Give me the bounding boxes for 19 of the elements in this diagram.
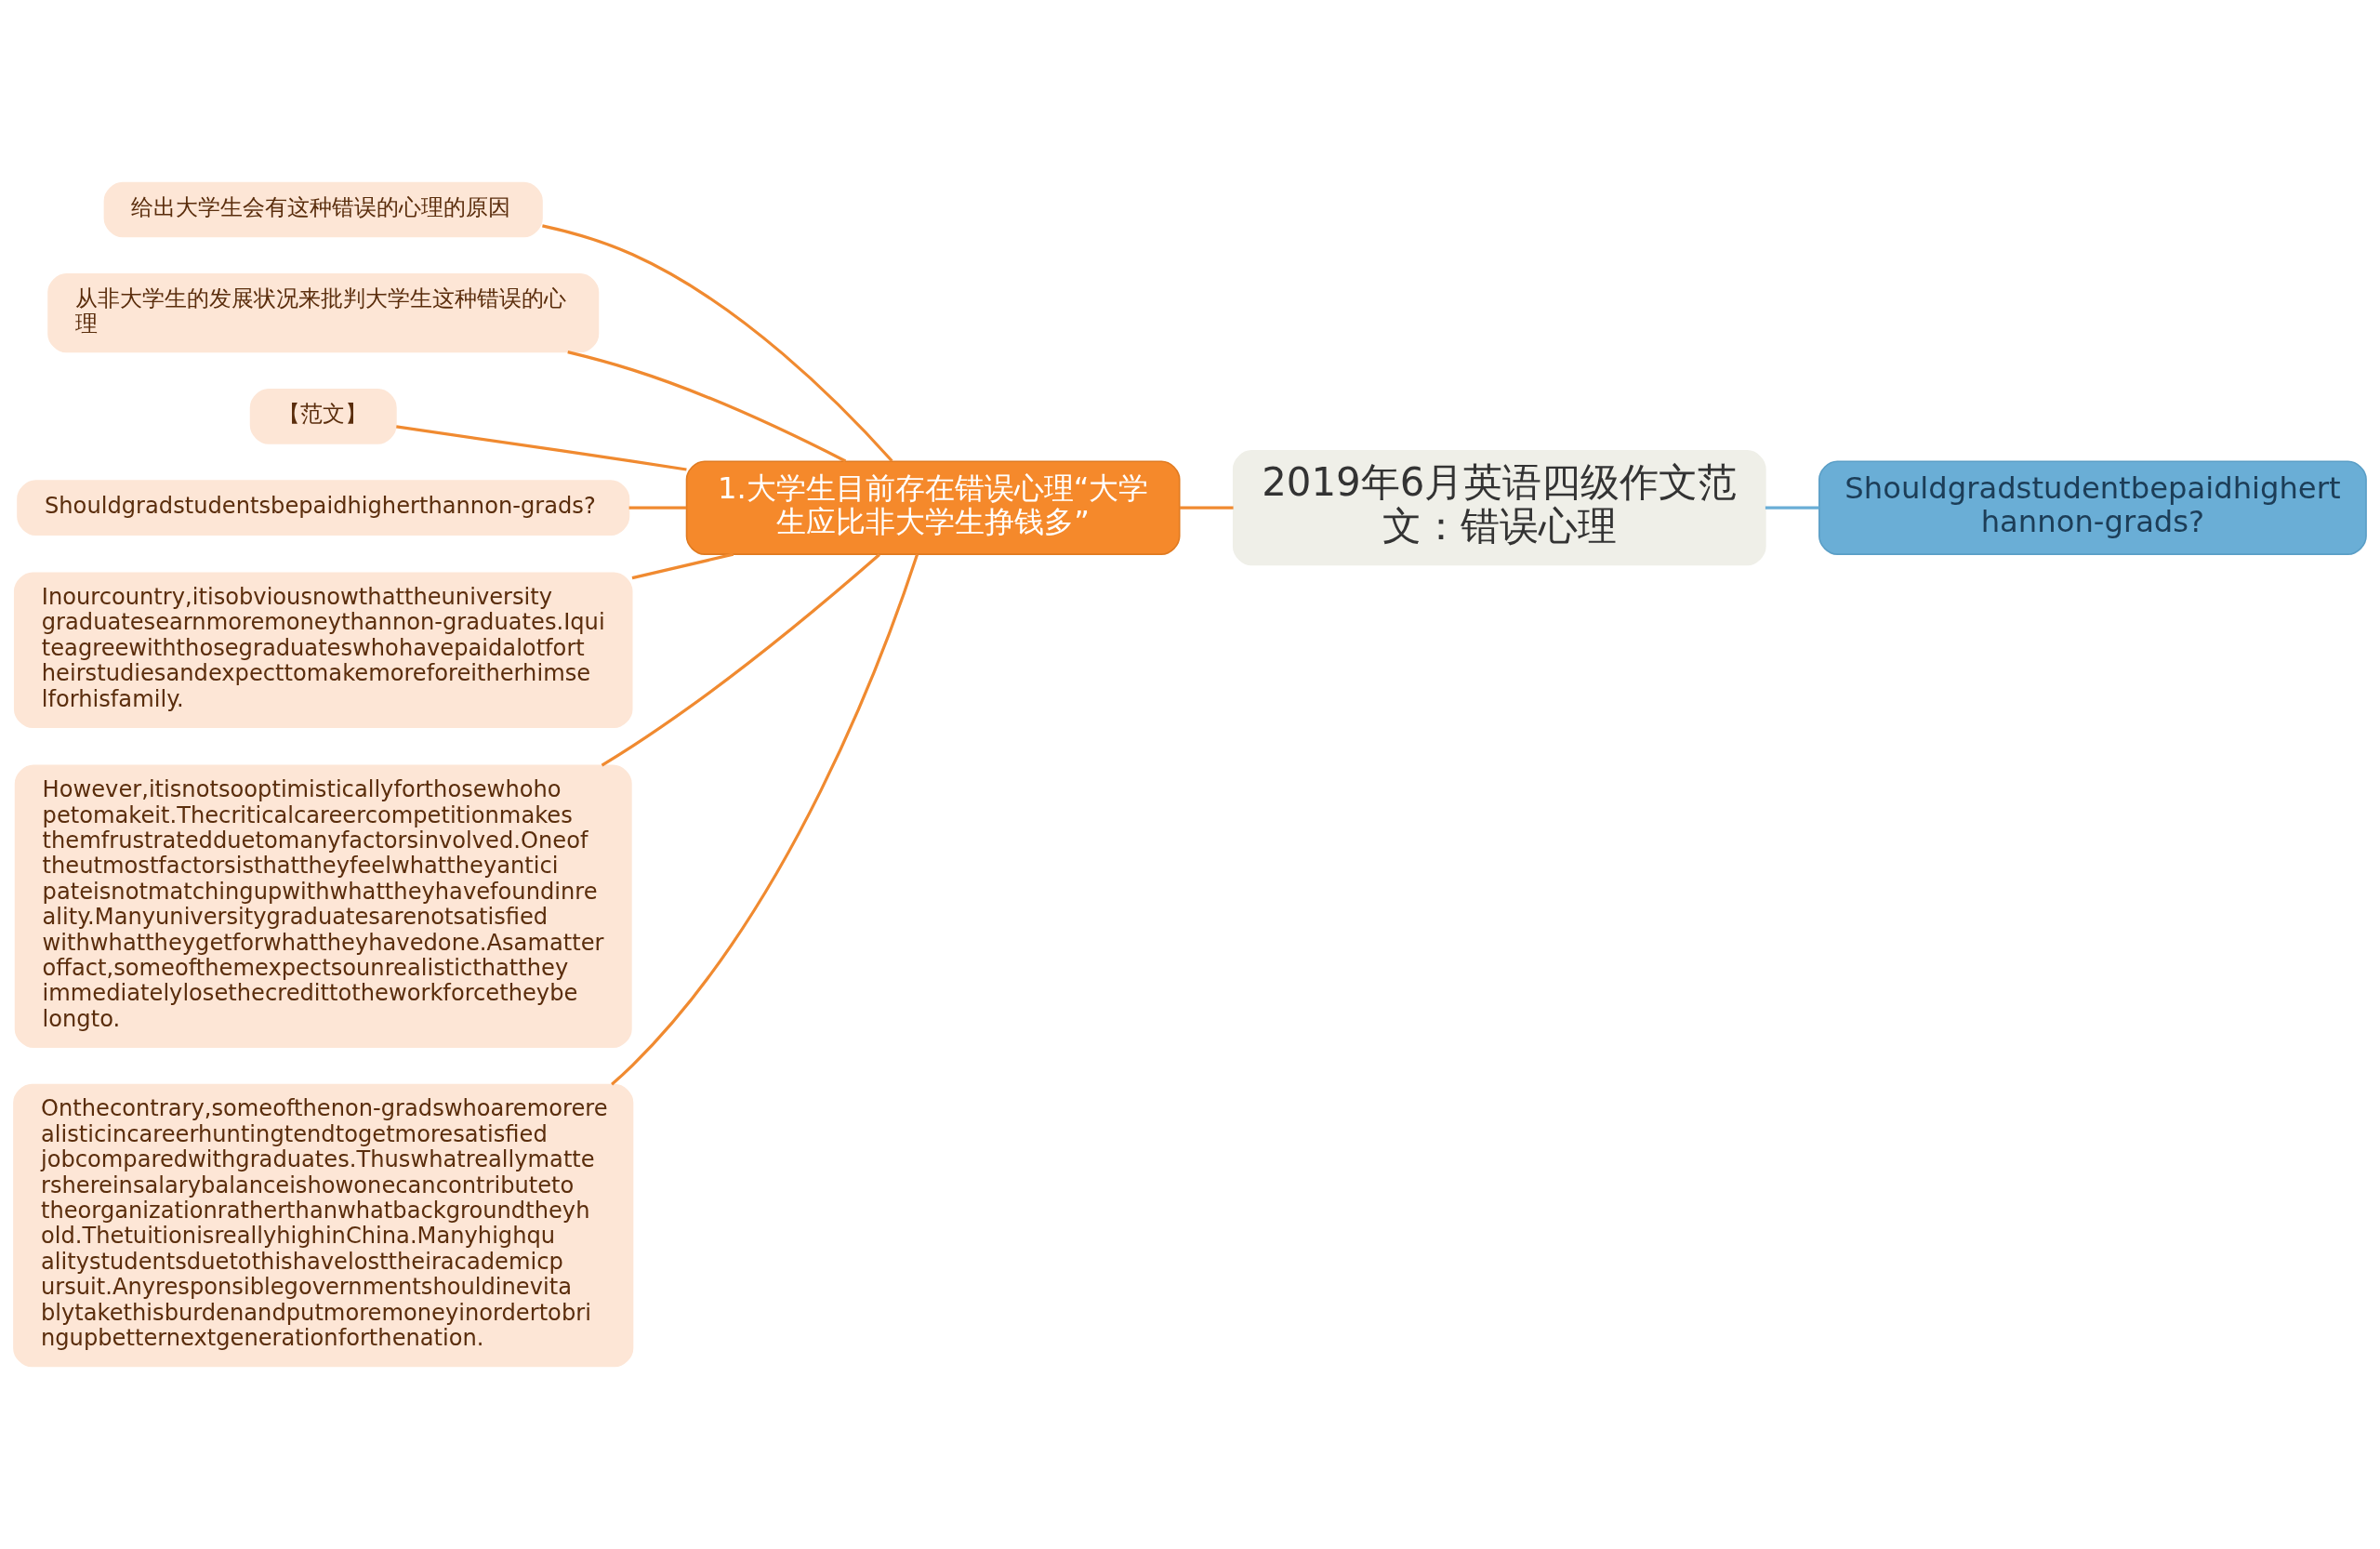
node-box: Inourcountry,itisobviousnowthattheuniversitygraduatesearnmoremoneythannon-graduates.Iquiteagreewiththosegraduateswhohavepaidalotfortheirstudiesandexpecttomakemoreforeitherhimselforhisfamily. <box>13 572 633 729</box>
node-box: Onthecontrary,someofthenon-gradswhoaremorerealisticincareerhuntingtendtogetmoresatisfiedjobcomparedwithgraduates.Thuswhatreallymattershereinsalarybalanceishowonecancontributetotheorganizationratherthanwhatbackgroundtheyhold.ThetuitionisreallyhighinChina.Manyhighqualitystudentsduetothishavelosttheiracademicpursuit.Anyresponsiblegovernmentshouldinevitablytakethisburdenandputmoremoneyinordertobringupbetternextgenerationforthenation. <box>13 1083 634 1368</box>
connector <box>396 425 687 471</box>
connector <box>567 351 847 463</box>
node-box: 1.大学生目前存在错误心理“大学生应比非大学生挣钱多” <box>685 460 1181 555</box>
connector <box>542 224 893 462</box>
node-box: 给出大学生会有这种错误的心理的原因 <box>103 181 543 238</box>
connector <box>1179 506 1234 510</box>
node-box: 2019年6月英语四级作文范文：错误心理 <box>1232 450 1766 566</box>
connector <box>1765 506 1819 510</box>
connector <box>628 506 687 510</box>
node-box: Shouldgradstudentbepaidhigherthannon-grads? <box>1818 460 2367 555</box>
node-box: Shouldgradstudentsbepaidhigherthannon-grads? <box>17 480 630 536</box>
connector <box>611 553 919 1086</box>
node-box: 【范文】 <box>249 389 397 444</box>
node-box: 从非大学生的发展状况来批判大学生这种错误的心理 <box>47 272 600 353</box>
node-box: However,itisnotsooptimisticallyforthosewhohopetomakeit.Thecriticalcareercompetitionmakesthemfrustratedduetomanyfactorsinvolved.Oneoftheutmostfactorsisthattheyfeelwhattheyanticipateisnotmatchingupwithwhattheyhavefoundinreality.Manyuniversitygraduatesarenotsatisfiedwithwhattheygetforwhattheyhavedone.Asamatteroffact,someofthemexpectsounrealisticthattheyimmediatelylosethecredittotheworkforcetheybelongto. <box>14 764 632 1049</box>
connector <box>631 552 734 580</box>
connector <box>601 553 880 767</box>
